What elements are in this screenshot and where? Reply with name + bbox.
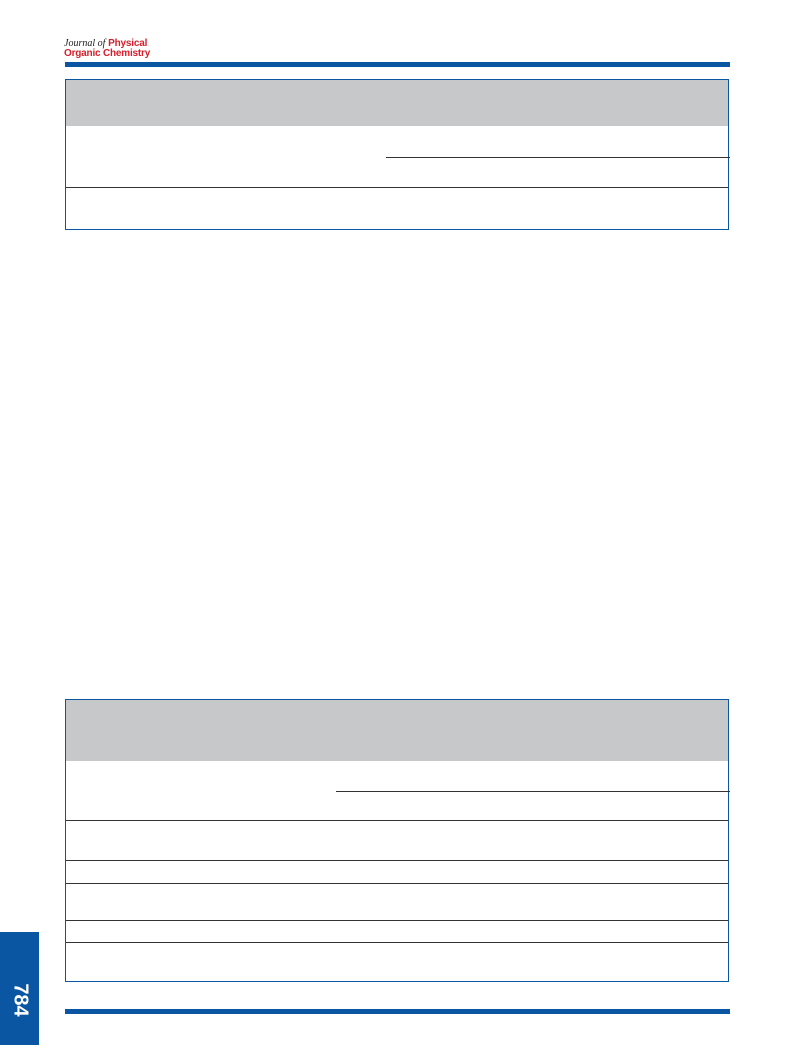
table-1-header <box>66 80 728 126</box>
page-number-tab <box>0 932 39 1045</box>
journal-logo-line1: Journal of Physical <box>64 39 150 49</box>
journal-logo: Journal of Physical Organic Chemistry <box>64 39 150 59</box>
table-1-subrule <box>386 157 730 158</box>
footer-rule <box>65 1009 730 1014</box>
table-2 <box>65 699 730 982</box>
journal-of-text: Journal of <box>64 38 106 49</box>
page-number: 784 <box>9 983 32 1017</box>
table-2-row-divider-1 <box>66 820 728 821</box>
table-2-subrule <box>336 791 730 792</box>
table-2-row-divider-4 <box>66 920 728 921</box>
table-1-body-row-2 <box>66 188 728 230</box>
table-2-row-divider-5 <box>66 942 728 943</box>
table-2-header <box>66 700 728 761</box>
table-2-row-divider-2 <box>66 860 728 861</box>
header-rule <box>65 62 730 67</box>
journal-logo-line2: Organic Chemistry <box>64 48 151 59</box>
table-1 <box>65 79 730 230</box>
physical-text: Physical <box>108 38 148 49</box>
table-1-row-divider <box>66 187 728 188</box>
table-2-row-divider-3 <box>66 883 728 884</box>
